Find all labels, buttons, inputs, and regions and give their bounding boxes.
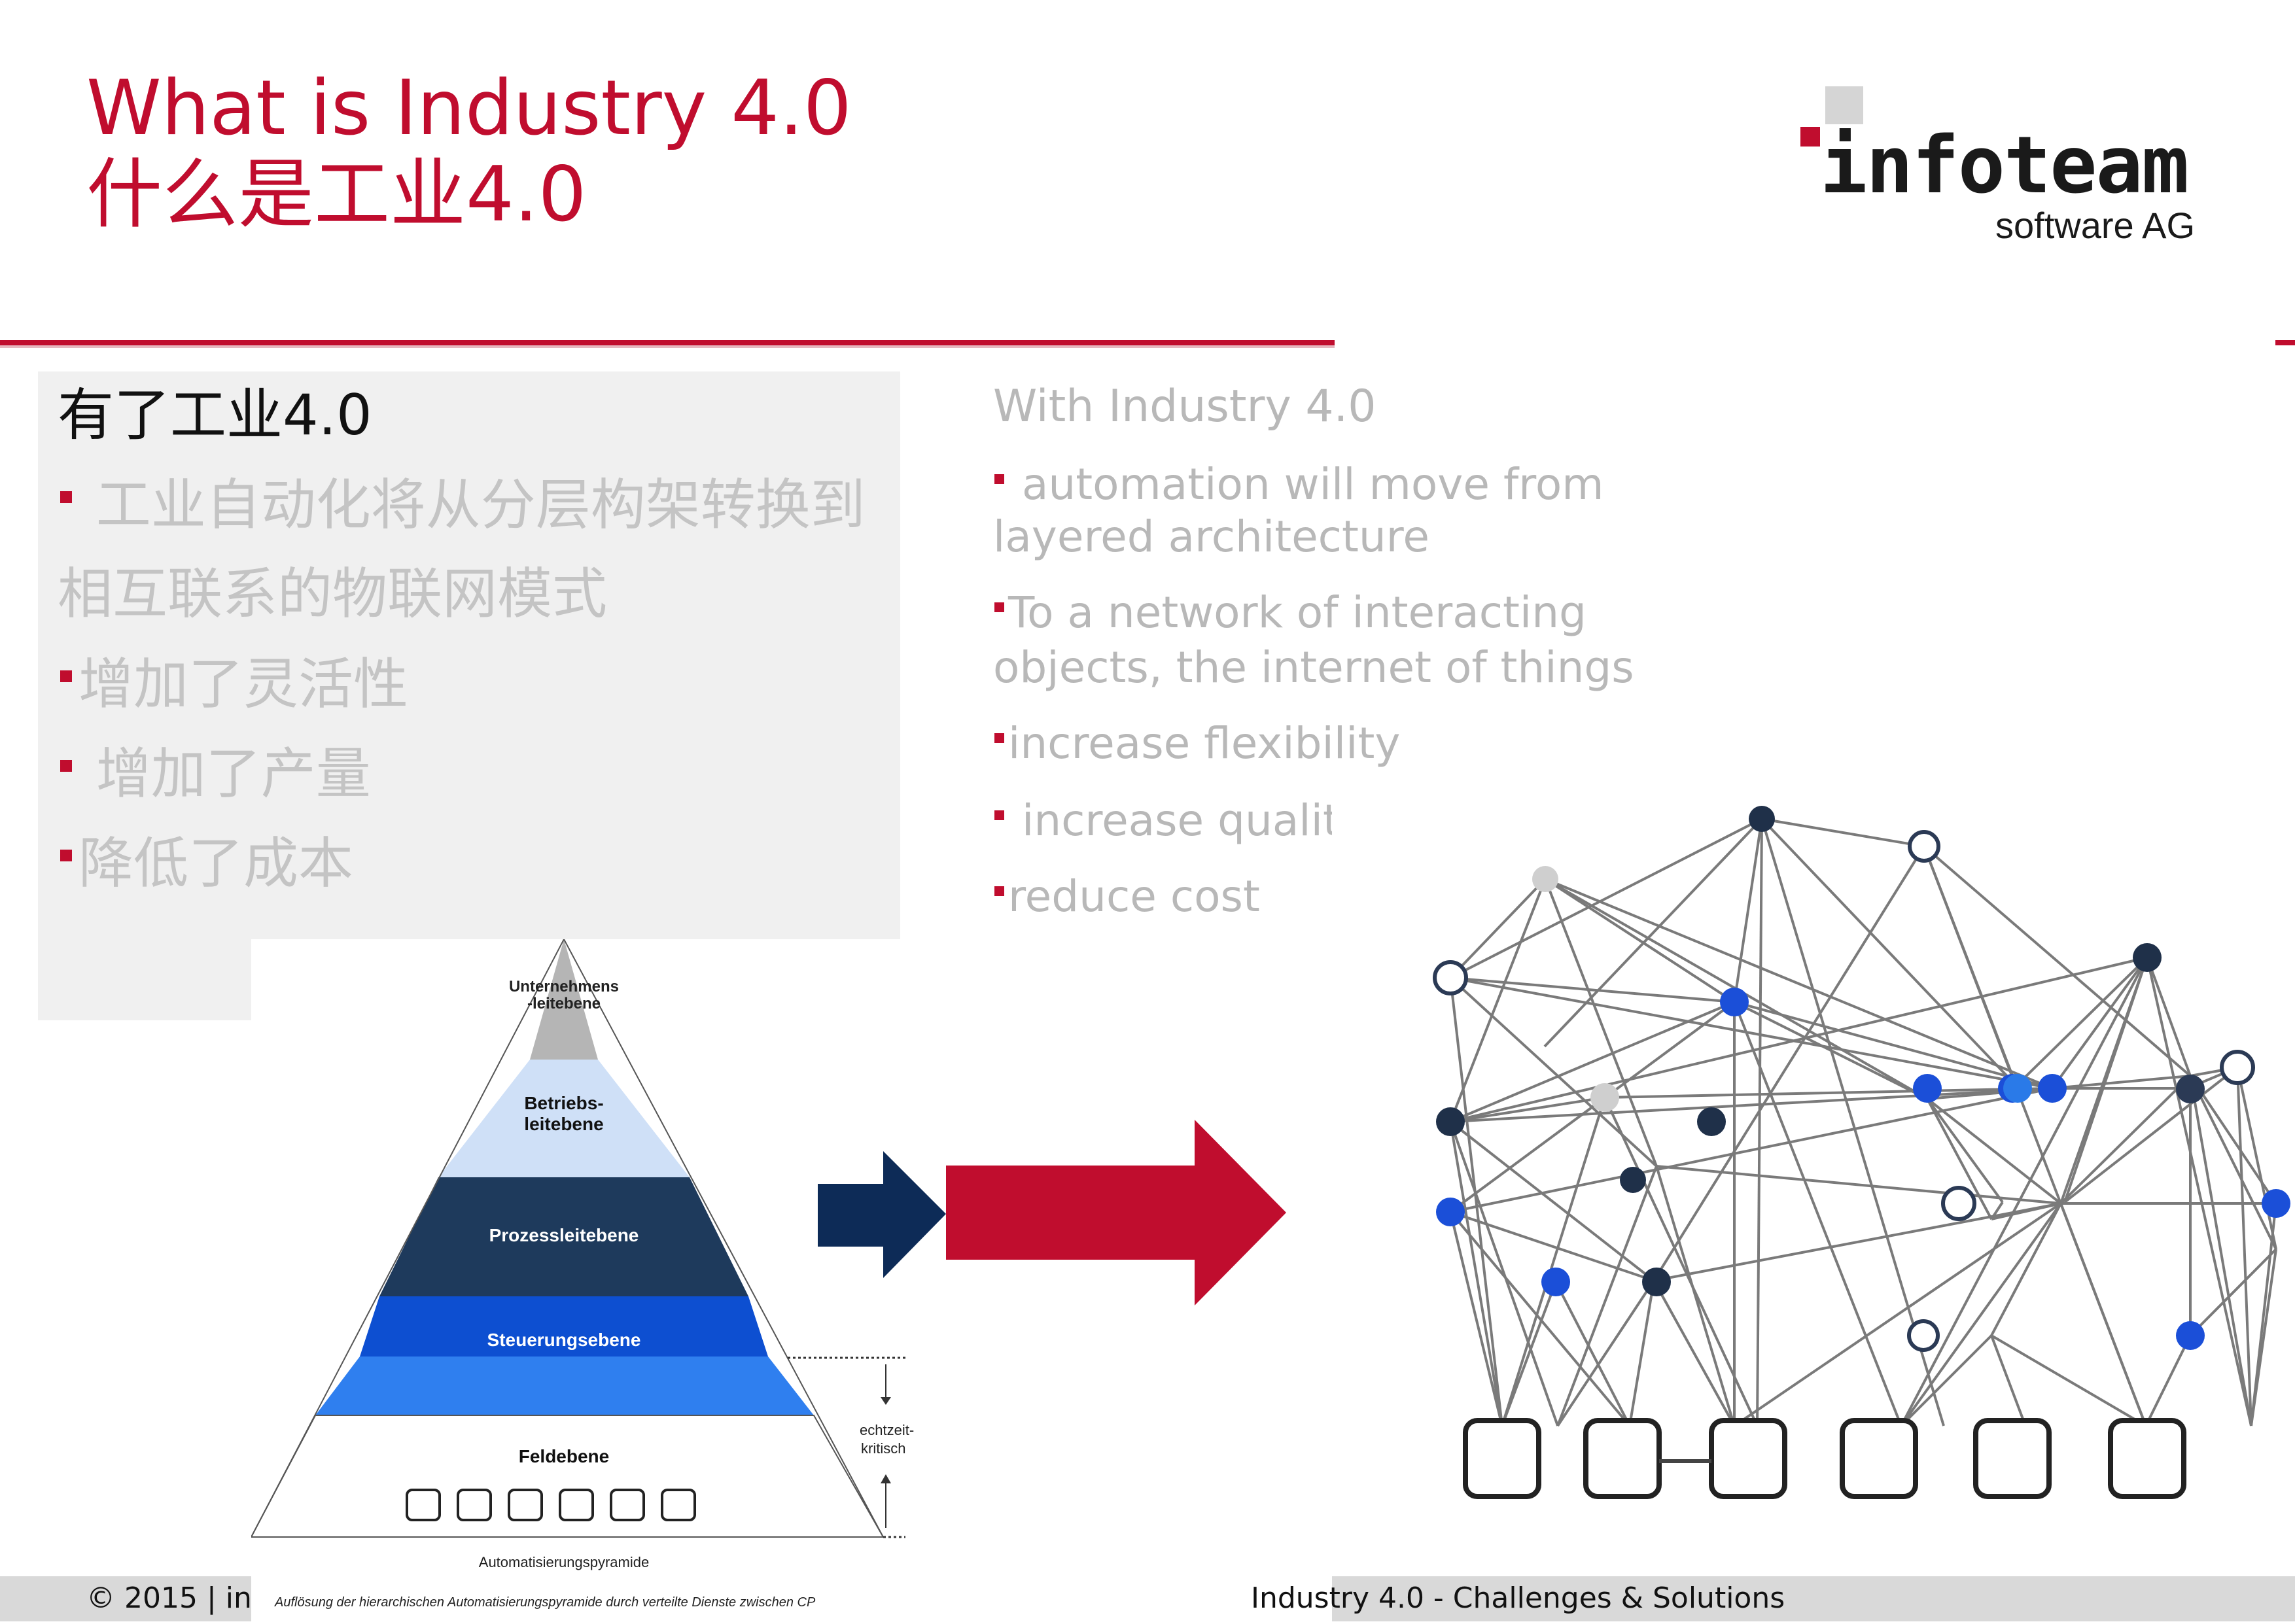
bullet-icon <box>994 810 1004 821</box>
field-device-icon <box>508 1489 543 1521</box>
pyramid-label-operations: Betriebs- <box>524 1093 603 1113</box>
field-device-icon <box>661 1489 696 1521</box>
chinese-list-item: 增加了灵活性 <box>60 651 408 717</box>
network-node-icon <box>1908 830 1940 863</box>
chinese-content-box-extension <box>38 939 251 1020</box>
pyramid-label-operations-b: leitebene <box>524 1114 603 1134</box>
bullet-icon <box>60 760 72 772</box>
pyramid-bottom-label: Automatisierungspyramide <box>479 1554 649 1570</box>
footer-gap <box>946 1576 1332 1621</box>
footer-copyright: © 2015 | inf <box>86 1581 262 1615</box>
logo-wordmark: infoteam <box>1820 120 2189 211</box>
english-list-item-continued: objects, the internet of things <box>993 642 1634 693</box>
navy-arrow-icon <box>818 1151 946 1278</box>
header-rule <box>0 340 1335 345</box>
network-devices <box>1463 1418 2186 1499</box>
automation-pyramid-diagram: Unternehmens -leitebene Betriebs- leiteb… <box>250 937 914 1610</box>
network-node-icon <box>2220 1050 2255 1085</box>
logo-red-square <box>1800 127 1820 147</box>
pyramid-level-enterprise <box>530 939 598 1060</box>
header-rule-right <box>2275 340 2295 345</box>
network-node-icon <box>2133 943 2162 972</box>
bullet-icon <box>994 474 1004 485</box>
pyramid-outline <box>250 937 885 1538</box>
chinese-list-item: 工业自动化将从分层构架转换到 <box>60 472 866 538</box>
pyramid-label-control: Steuerungsebene <box>487 1330 641 1350</box>
network-node-icon <box>1642 1268 1671 1296</box>
field-device-icon <box>457 1489 492 1521</box>
pyramid-level-process <box>379 1177 748 1296</box>
network-links <box>1449 818 2277 1462</box>
red-arrow-icon <box>946 1120 1286 1305</box>
pyramid-label-field: Feldebene <box>519 1446 609 1466</box>
bullet-icon <box>60 670 72 683</box>
network-node-icon <box>2176 1075 2205 1103</box>
device-box-icon <box>1709 1418 1787 1499</box>
device-box-icon <box>1583 1418 1662 1499</box>
english-list-item: reduce cost <box>994 870 1260 924</box>
network-node-icon <box>1433 960 1468 995</box>
logo-subtitle: software AG <box>1995 205 2196 246</box>
pyramid-label-enterprise-b: -leitebene <box>527 995 601 1012</box>
network-node-icon <box>1749 806 1775 832</box>
network-node-icon <box>2262 1189 2290 1218</box>
chinese-list-item: 降低了成本 <box>60 831 353 896</box>
bullet-icon <box>60 491 72 504</box>
network-node-icon <box>1436 1198 1465 1226</box>
device-box-icon <box>1973 1418 2052 1499</box>
english-title: With Industry 4.0 <box>993 381 1376 432</box>
pyramid-level-control <box>360 1296 768 1356</box>
network-nodes <box>1433 806 2290 1352</box>
network-node-icon <box>2003 1074 2032 1103</box>
network-node-icon <box>1907 1319 1940 1352</box>
bullet-icon <box>994 733 1004 744</box>
network-node-icon <box>1532 866 1558 892</box>
english-list-item-continued: layered architecture <box>993 511 1429 562</box>
network-node-icon <box>2038 1074 2067 1103</box>
pyramid-level-control-lower <box>315 1356 814 1415</box>
footer-presentation-title: Industry 4.0 - Challenges & Solutions <box>1251 1581 1785 1615</box>
english-list-item: increase flexibility <box>994 717 1400 770</box>
network-node-icon <box>1436 1107 1465 1136</box>
network-node-icon <box>1697 1107 1726 1136</box>
title-line-chinese: 什么是工业4.0 <box>86 150 587 239</box>
field-device-icon <box>406 1489 441 1521</box>
device-box-icon <box>1840 1418 1918 1499</box>
network-node-icon <box>1541 1268 1570 1296</box>
title-line-english: What is Industry 4.0 <box>86 64 852 152</box>
realtime-label-a: echtzeit- <box>860 1422 914 1438</box>
chinese-box-title: 有了工业4.0 <box>58 383 372 448</box>
bullet-icon <box>994 886 1004 897</box>
network-node-icon <box>1620 1167 1646 1193</box>
pyramid-caption: Auflösung der hierarchischen Automatisie… <box>274 1595 816 1610</box>
device-box-icon <box>2108 1418 2186 1499</box>
chinese-content-box <box>38 371 900 939</box>
slide-title: What is Industry 4.0 什么是工业4.0 <box>86 65 852 238</box>
network-node-icon <box>1590 1083 1619 1112</box>
iot-network-diagram <box>1433 806 2290 1499</box>
field-device-icon <box>559 1489 594 1521</box>
pyramid-label-enterprise: Unternehmens <box>509 978 619 995</box>
network-node-icon <box>1913 1074 1942 1103</box>
network-node-icon <box>1720 988 1749 1016</box>
device-box-icon <box>1463 1418 1541 1499</box>
header-rule-shadow <box>0 345 1335 348</box>
pyramid-level-operations <box>438 1060 690 1177</box>
field-device-icon <box>610 1489 645 1521</box>
realtime-label-b: kritisch <box>861 1440 905 1457</box>
iot-network-image <box>1332 772 2295 1576</box>
english-list-item: increase quality <box>994 794 1365 848</box>
chinese-list-item: 增加了产量 <box>60 741 371 806</box>
english-list-item: To a network of interacting <box>994 586 1586 640</box>
logo-gray-square <box>1825 86 1863 124</box>
automation-pyramid-image: Unternehmens -leitebene Betriebs- leiteb… <box>250 937 946 1621</box>
bullet-icon <box>994 602 1004 613</box>
network-node-icon <box>1941 1186 1976 1221</box>
chinese-list-item-continued: 相互联系的物联网模式 <box>58 562 608 626</box>
english-list-item: automation will move from <box>994 458 1604 511</box>
network-node-icon <box>2176 1321 2205 1350</box>
pyramid-label-process: Prozessleitebene <box>489 1225 639 1245</box>
bullet-icon <box>60 850 72 862</box>
